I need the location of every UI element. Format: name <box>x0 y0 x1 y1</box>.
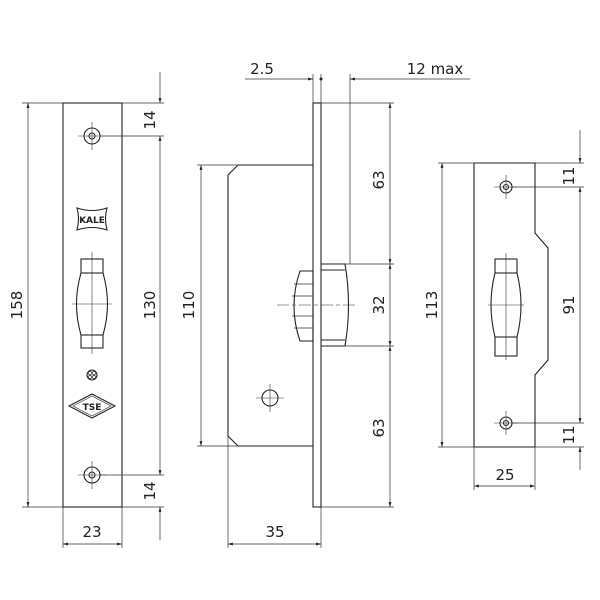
svg-text:110: 110 <box>180 291 198 320</box>
svg-text:2.5: 2.5 <box>250 60 274 78</box>
svg-text:11: 11 <box>560 425 578 444</box>
lock-body <box>227 164 313 447</box>
svg-text:11: 11 <box>560 166 578 185</box>
latch-bolt <box>277 263 358 347</box>
svg-text:113: 113 <box>423 291 441 320</box>
kale-logo: KALE <box>76 207 108 231</box>
svg-text:14: 14 <box>141 110 159 129</box>
svg-text:25: 25 <box>495 466 514 484</box>
side-view: 2.5 12 max 110 63 32 63 35 <box>180 60 470 548</box>
svg-text:158: 158 <box>8 291 26 320</box>
strike-opening <box>488 253 524 360</box>
svg-text:63: 63 <box>370 418 388 437</box>
rosette-icon <box>86 369 98 381</box>
tse-logo: TSE <box>67 393 117 419</box>
svg-text:23: 23 <box>82 523 101 541</box>
svg-text:63: 63 <box>370 170 388 189</box>
spindle-hole <box>256 384 284 412</box>
svg-text:35: 35 <box>265 523 284 541</box>
front-view: KALE TSE 158 14 <box>8 72 164 548</box>
svg-text:14: 14 <box>141 481 159 500</box>
svg-text:91: 91 <box>560 295 578 314</box>
svg-text:130: 130 <box>141 291 159 320</box>
svg-text:KALE: KALE <box>79 216 105 226</box>
svg-text:TSE: TSE <box>83 403 102 413</box>
latch-opening <box>72 252 112 354</box>
svg-text:32: 32 <box>370 295 388 314</box>
strike-plate <box>473 162 549 448</box>
faceplate <box>62 102 123 508</box>
strike-plate-view: 113 11 91 11 25 <box>423 130 584 490</box>
svg-text:12 max: 12 max <box>407 60 464 78</box>
